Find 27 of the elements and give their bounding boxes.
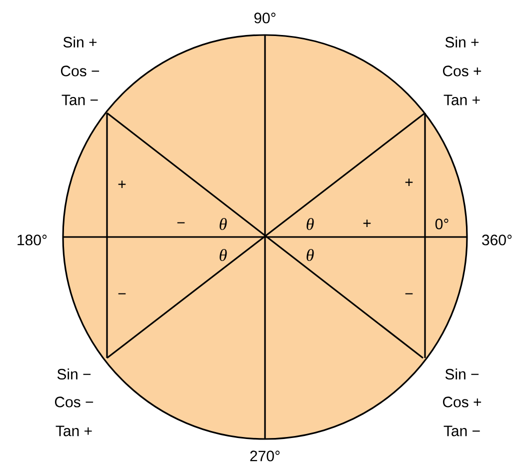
angle-symbol: θ xyxy=(306,218,314,230)
sign-label: Cos + xyxy=(442,396,482,408)
sign-label: Tan + xyxy=(444,94,480,106)
sign-label: Sin − xyxy=(57,368,91,380)
sign-mark: − xyxy=(405,293,413,294)
angle-label: 360° xyxy=(482,234,512,246)
sign-label: Tan − xyxy=(62,94,98,106)
sign-label: Tan − xyxy=(444,426,480,436)
sign-label: Tan + xyxy=(56,426,92,436)
angle-symbol: θ xyxy=(220,248,227,262)
sign-label: Cos + xyxy=(442,66,482,76)
sign-label: Cos − xyxy=(54,396,94,408)
sign-label: Sin − xyxy=(445,368,479,380)
angle-label: 0° xyxy=(435,218,448,230)
sign-mark: + xyxy=(363,220,371,227)
angle-label: 270° xyxy=(250,450,280,462)
sign-mark: − xyxy=(177,222,185,224)
sign-label: Sin + xyxy=(445,36,479,48)
angle-symbol: θ xyxy=(220,218,227,230)
angle-symbol: θ xyxy=(306,248,314,262)
sign-mark: − xyxy=(118,293,126,294)
angle-label: 90° xyxy=(254,12,276,24)
sign-label: Sin + xyxy=(63,36,97,48)
sign-label: Cos − xyxy=(60,66,100,76)
sign-mark: + xyxy=(405,178,413,186)
sign-mark: + xyxy=(118,180,126,188)
angle-label: 180° xyxy=(18,234,47,246)
